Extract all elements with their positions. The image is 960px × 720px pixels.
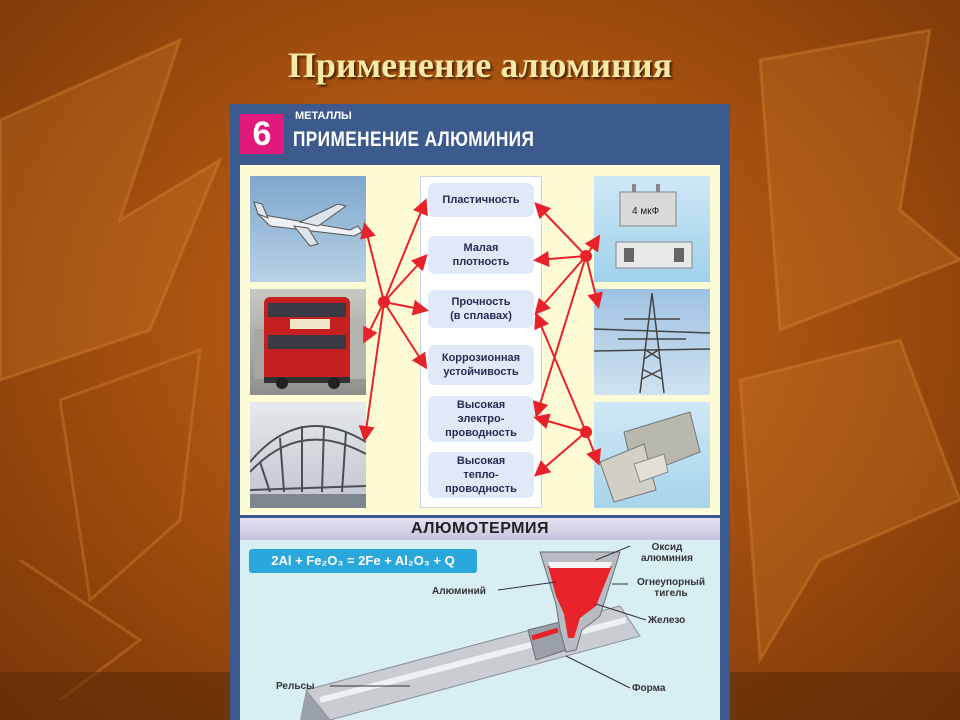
power-tower-image — [594, 289, 710, 395]
poster-subtitle: ПРИМЕНЕНИЕ АЛЮМИНИЯ — [293, 128, 535, 151]
poster-number-badge: 6 — [240, 114, 284, 154]
bus-icon — [254, 297, 366, 389]
poster-section: МЕТАЛЛЫ — [295, 110, 352, 122]
label-mold: Форма — [632, 683, 666, 694]
hub-right-bottom — [580, 426, 592, 438]
capacitor-image: 4 мкФ — [594, 176, 710, 282]
aluminothermy-header: АЛЮМОТЕРМИЯ — [411, 520, 549, 537]
reaction-formula: 2Al + Fe₂O₃ = 2Fe + Al₂O₃ + Q — [249, 549, 477, 573]
bridge-icon — [250, 425, 366, 508]
foil-image — [594, 402, 710, 508]
bus-image — [250, 289, 366, 395]
label-aluminum: Алюминий — [432, 586, 486, 597]
property-strength: Прочность(в сплавах) — [428, 290, 534, 328]
foil-icon — [599, 411, 701, 503]
label-crucible: Огнеупорный тигель — [637, 577, 705, 599]
power-tower-icon — [594, 292, 710, 394]
airplane-icon — [253, 201, 363, 247]
slide-title: Применение алюминия — [287, 45, 673, 85]
capacitor-icon: 4 мкФ — [615, 184, 693, 269]
bridge-image — [250, 402, 366, 508]
aluminothermy-header-bar — [240, 518, 720, 540]
property-plasticity: Пластичность — [428, 183, 534, 217]
capacitor-label: 4 мкФ — [632, 206, 660, 217]
hub-left — [378, 296, 390, 308]
airplane-image — [250, 176, 366, 282]
hub-right-top — [580, 250, 592, 262]
label-aluminum-oxide: Оксид алюминия — [641, 542, 693, 564]
label-rails: Рельсы — [276, 681, 315, 692]
label-iron: Железо — [648, 615, 686, 626]
